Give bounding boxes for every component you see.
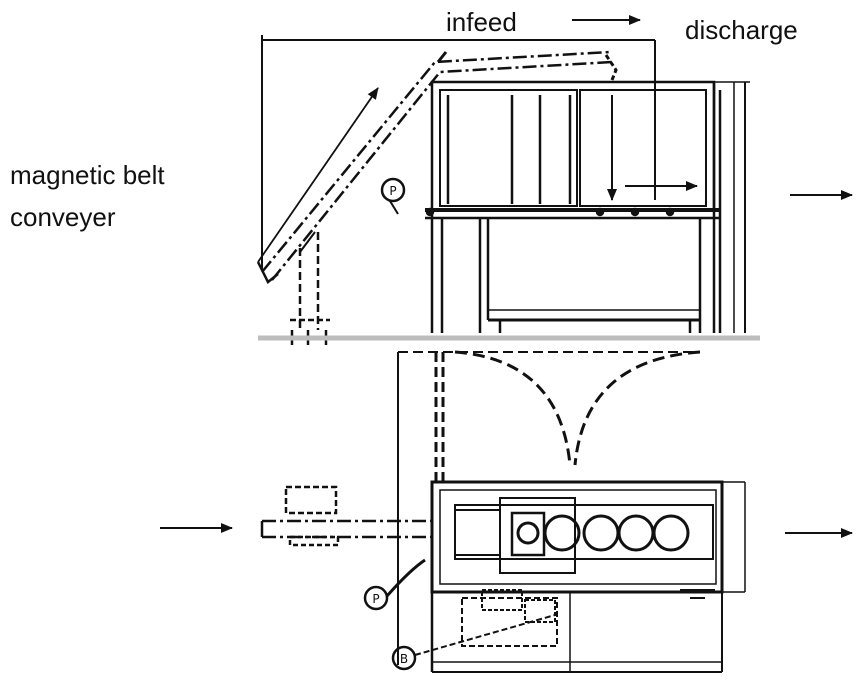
infeed-label: infeed xyxy=(446,7,517,37)
plan-machine-body xyxy=(430,480,746,599)
detail-p-label: P xyxy=(389,184,396,198)
conveyor-label-line2: conveyer xyxy=(10,202,116,232)
plan-view: P B xyxy=(260,350,746,673)
detail-p-callout: P xyxy=(380,177,406,215)
conveyor-direction-arrow xyxy=(257,87,379,263)
plan-infeed-conveyor xyxy=(260,485,435,547)
discharge-label: discharge xyxy=(685,15,798,45)
plan-lower-unit xyxy=(430,589,723,673)
incline-conveyor xyxy=(256,50,618,284)
plan-detail-p-callout: P xyxy=(363,558,426,611)
conveyor-label: magnetic belt conveyer xyxy=(10,154,165,238)
plan-detail-p-label: P xyxy=(372,592,379,606)
conveyor-support-leg xyxy=(290,232,330,345)
plan-detail-b-label: B xyxy=(400,652,408,666)
side-view: P xyxy=(256,35,760,345)
machine-frame xyxy=(425,80,750,333)
conveyor-label-line1: magnetic belt xyxy=(10,160,165,190)
plan-detail-b-callout: B xyxy=(391,614,556,671)
